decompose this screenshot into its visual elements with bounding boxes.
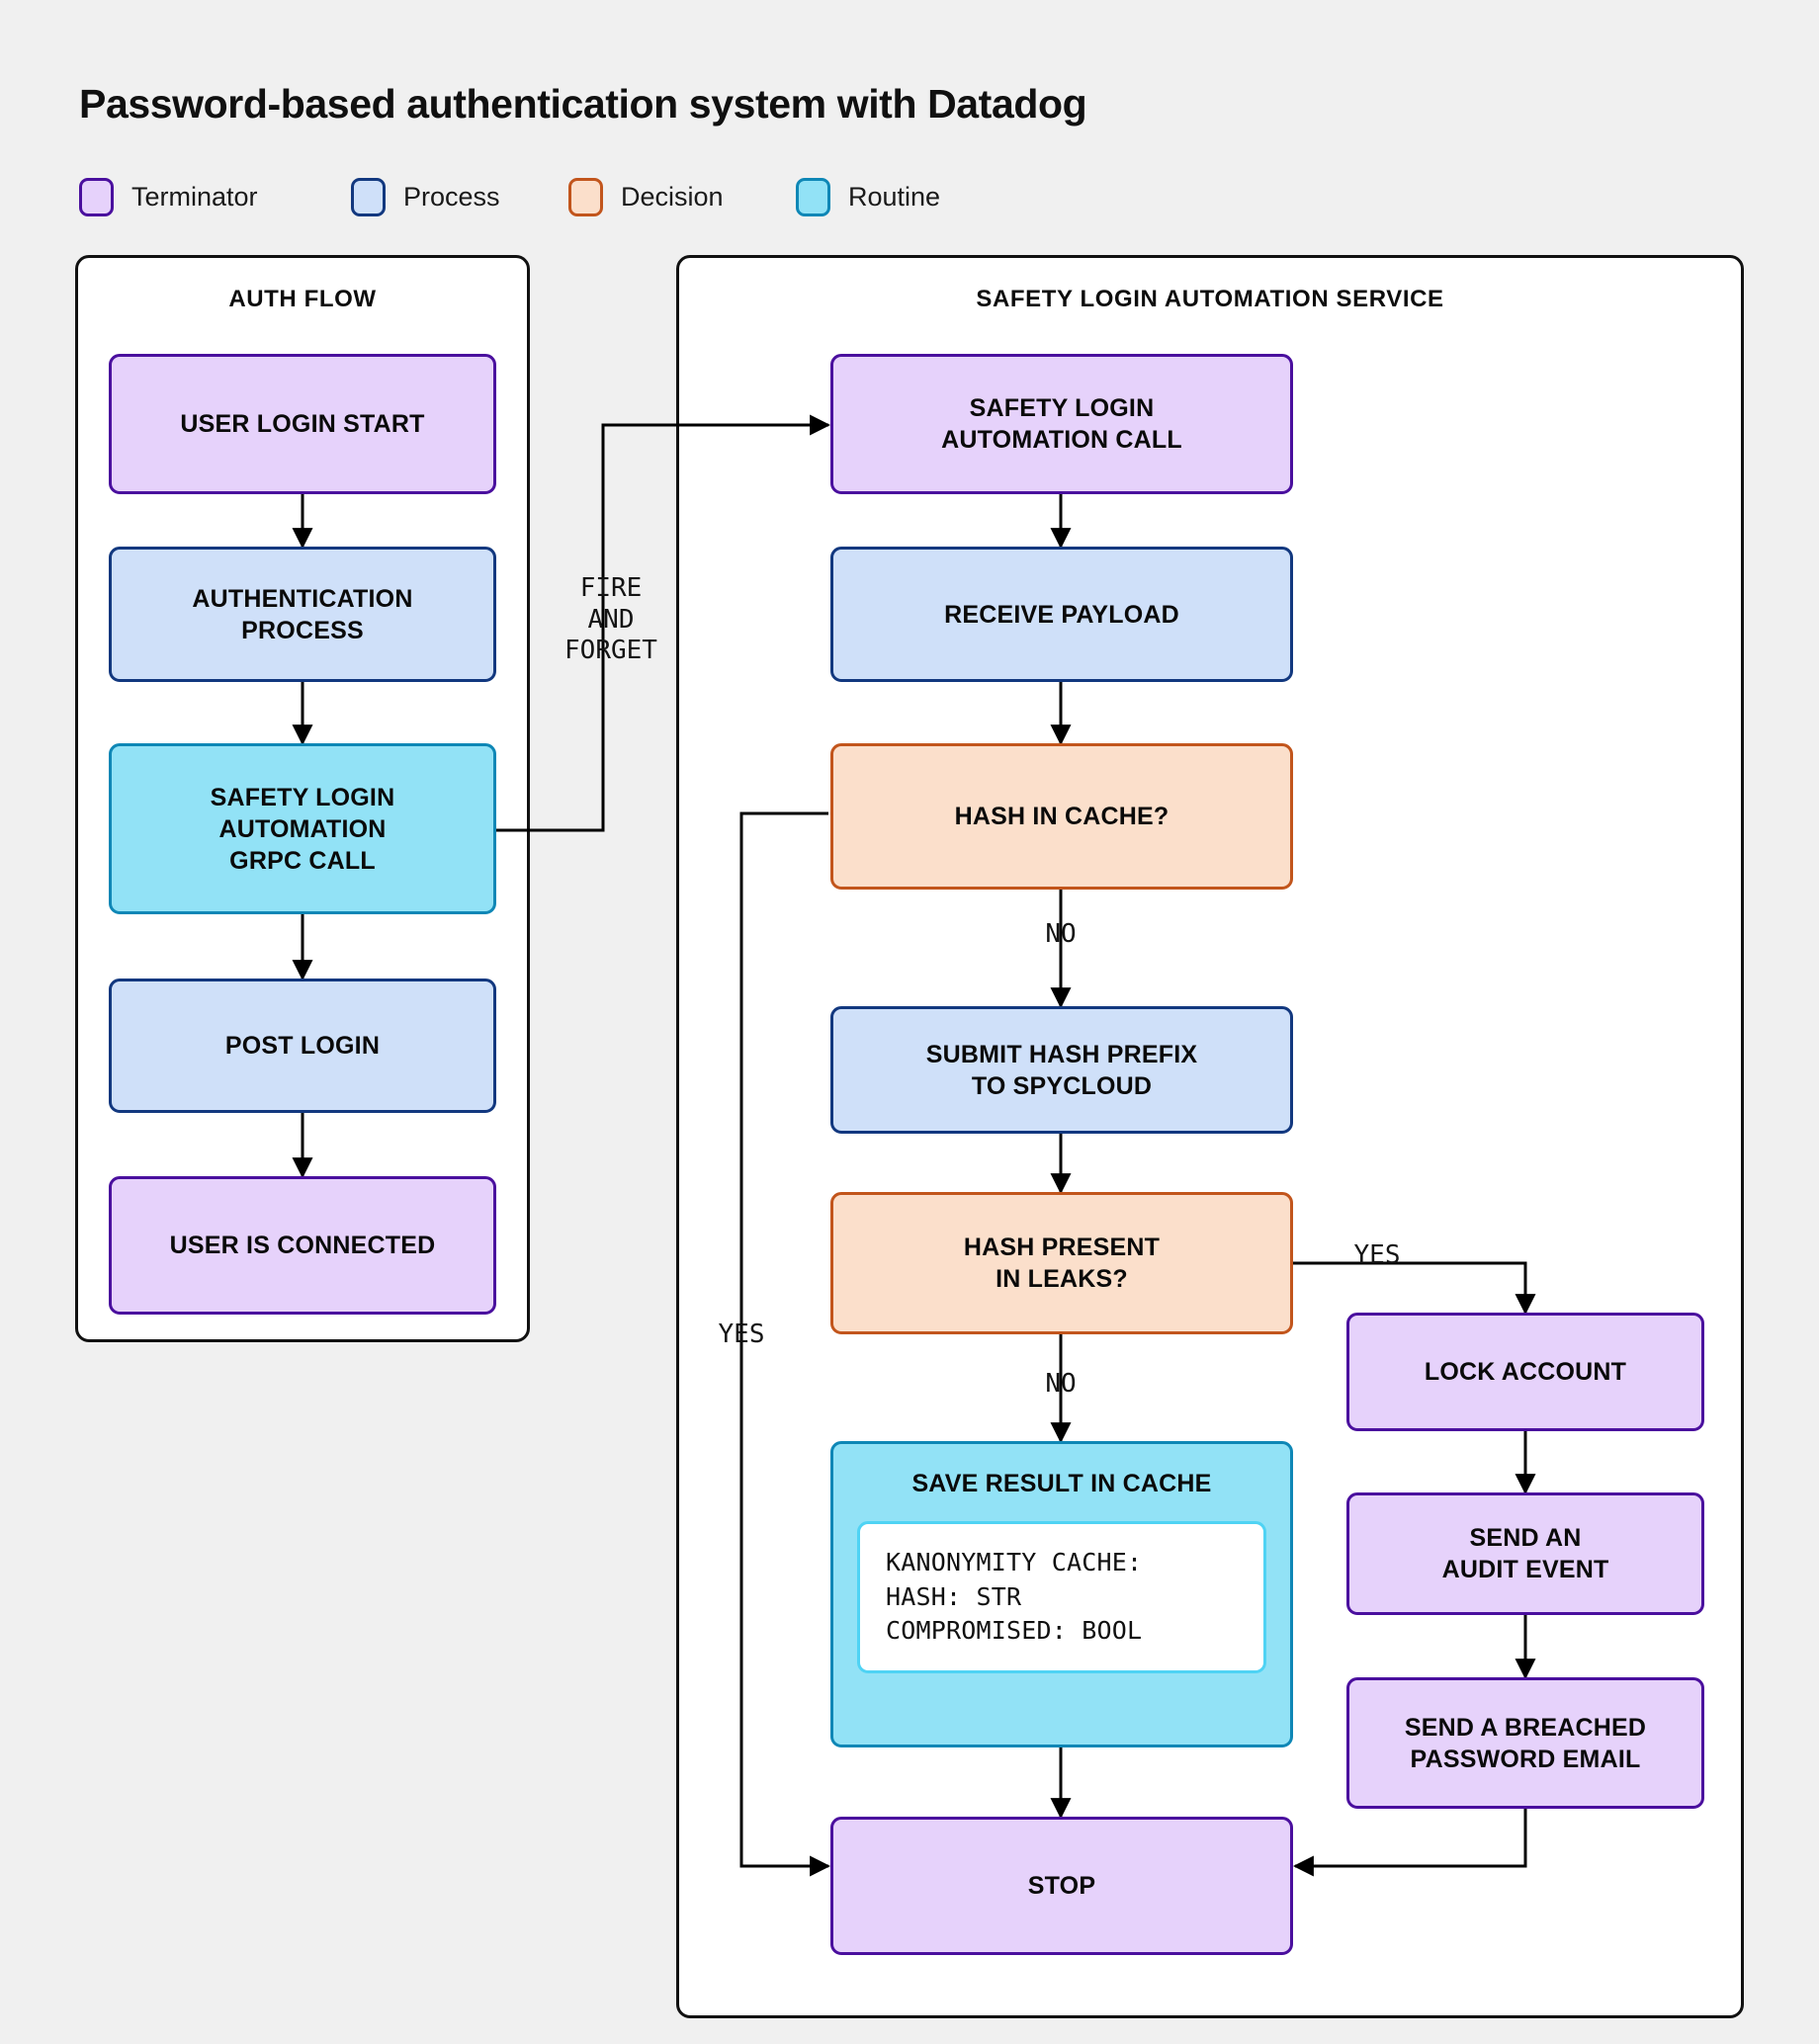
- node-post-login[interactable]: POST LOGIN: [109, 979, 496, 1113]
- node-user-is-connected[interactable]: USER IS CONNECTED: [109, 1176, 496, 1315]
- legend-label-terminator: Terminator: [131, 181, 258, 212]
- node-label: HASH IN CACHE?: [954, 803, 1169, 830]
- node-label: USER IS CONNECTED: [169, 1232, 436, 1259]
- node-label: LOCK ACCOUNT: [1424, 1358, 1627, 1386]
- page-title: Password-based authentication system wit…: [79, 81, 1087, 127]
- panel-safety-service-title: SAFETY LOGIN AUTOMATION SERVICE: [976, 286, 1444, 312]
- node-hash-in-cache[interactable]: HASH IN CACHE?: [830, 743, 1293, 890]
- node-label: USER LOGIN START: [180, 410, 425, 438]
- edge-label-cache-yes: YES: [718, 1320, 765, 1349]
- legend-label-decision: Decision: [621, 181, 724, 212]
- panel-auth-flow-title: AUTH FLOW: [228, 286, 377, 312]
- terminator-swatch-icon: [79, 177, 114, 216]
- node-lock-account[interactable]: LOCK ACCOUNT: [1346, 1313, 1704, 1431]
- process-swatch-icon: [351, 177, 386, 216]
- node-label: STOP: [1027, 1872, 1096, 1900]
- decision-swatch-icon: [568, 177, 603, 216]
- legend-item-routine: Routine: [796, 176, 940, 217]
- node-label: SAVE RESULT IN CACHE: [911, 1470, 1212, 1497]
- edge-label-cache-no: NO: [1045, 919, 1077, 949]
- legend-label-process: Process: [403, 181, 500, 212]
- node-label: POST LOGIN: [224, 1032, 381, 1060]
- edge-label-leaks-no: NO: [1045, 1369, 1077, 1399]
- edge-label-leaks-yes: YES: [1353, 1240, 1401, 1270]
- node-receive-payload[interactable]: RECEIVE PAYLOAD: [830, 547, 1293, 682]
- legend-label-routine: Routine: [848, 181, 941, 212]
- node-save-result-in-cache[interactable]: SAVE RESULT IN CACHE KANONYMITY CACHE: H…: [830, 1441, 1293, 1747]
- cache-schema-code: KANONYMITY CACHE: HASH: STR COMPROMISED:…: [857, 1521, 1266, 1673]
- node-stop[interactable]: STOP: [830, 1817, 1293, 1955]
- node-user-login-start[interactable]: USER LOGIN START: [109, 354, 496, 494]
- routine-swatch-icon: [796, 177, 830, 216]
- node-label: RECEIVE PAYLOAD: [944, 600, 1179, 629]
- legend-item-process: Process: [351, 176, 500, 217]
- legend-item-decision: Decision: [568, 176, 724, 217]
- legend-item-terminator: Terminator: [79, 176, 258, 217]
